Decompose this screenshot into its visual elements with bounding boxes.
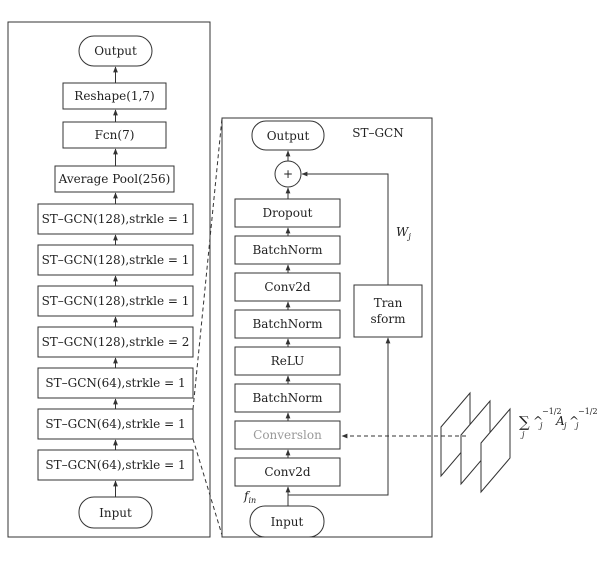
st-gcn-layer-label: ST–GCN(64),strkle = 1 (45, 417, 185, 431)
left-output-label: Output (94, 44, 137, 58)
block-output-node: Output (251, 120, 325, 151)
dropout-label: Dropout (262, 206, 312, 220)
formula-lambda-2-sub: j (574, 421, 579, 430)
conv2d-node-bottom: Conv2d (234, 457, 341, 487)
conv2d-label: Conv2d (264, 280, 311, 294)
reshape-label: Reshape(1,7) (74, 89, 154, 103)
st-gcn-layer-3: ST–GCN(128),strkle = 1 (37, 285, 194, 317)
st-gcn-layer-4: ST–GCN(128),strkle = 2 (37, 326, 194, 358)
conv2d-label: Conv2d (264, 465, 311, 479)
block-input-node: Input (249, 505, 325, 538)
average-pool-node: Average Pool(256) (54, 165, 175, 193)
fcn-label: Fcn(7) (95, 128, 135, 142)
left-output-node: Output (78, 35, 153, 67)
transform-label-line2: sform (371, 312, 407, 326)
batchnorm-label: BatchNorm (252, 243, 323, 257)
left-input-label: Input (99, 506, 132, 520)
f-in-label: fin (243, 489, 256, 505)
formula-a: A (555, 414, 565, 428)
weight-label: Wj (396, 225, 411, 241)
zoom-connectors (192, 117, 223, 536)
batchnorm-node-2: BatchNorm (234, 309, 341, 339)
formula-lambda-2: ^ (569, 414, 579, 428)
reshape-node: Reshape(1,7) (62, 82, 167, 110)
formula-exponent-1: −1/2 (542, 407, 562, 416)
st-gcn-detail-panel: ST–GCN Output + Dropout BatchNorm Conv2d… (221, 117, 433, 538)
st-gcn-layer-label: ST–GCN(64),strkle = 1 (45, 376, 185, 390)
st-gcn-title: ST–GCN (352, 126, 404, 140)
sum-symbol: + (283, 167, 293, 181)
conv2d-node-top: Conv2d (234, 272, 341, 302)
dropout-node: Dropout (234, 198, 341, 228)
st-gcn-layer-6: ST–GCN(64),strkle = 1 (37, 408, 194, 440)
sum-node: + (274, 160, 302, 188)
relu-node: ReLU (234, 346, 341, 376)
relu-label: ReLU (271, 354, 305, 368)
block-flow-arrows (285, 150, 391, 506)
left-network-panel: Output Reshape(1,7) Fcn(7) Average Pool(… (7, 21, 211, 538)
formula-sum: ∑ (519, 413, 530, 431)
fcn-node: Fcn(7) (62, 121, 167, 149)
batchnorm-label: BatchNorm (252, 391, 323, 405)
batchnorm-node-1: BatchNorm (234, 235, 341, 265)
block-output-label: Output (267, 129, 310, 143)
st-gcn-layer-7: ST–GCN(64),strkle = 1 (37, 449, 194, 481)
st-gcn-panel-frame (221, 117, 433, 538)
st-gcn-layer-label: ST–GCN(128),strkle = 1 (42, 294, 190, 308)
conversion-label: Converslon (253, 428, 322, 442)
st-gcn-layer-1: ST–GCN(128),strkle = 1 (37, 203, 194, 235)
normalized-adjacency-formula: ∑ j ^ j −1/2 A j ^ j −1/2 (519, 407, 598, 439)
st-gcn-layer-2: ST–GCN(128),strkle = 1 (37, 244, 194, 276)
batchnorm-node-3: BatchNorm (234, 383, 341, 413)
st-gcn-layer-5: ST–GCN(64),strkle = 1 (37, 367, 194, 399)
transform-label-line1: Tran (374, 296, 403, 310)
st-gcn-layer-label: ST–GCN(128),strkle = 1 (42, 212, 190, 226)
average-pool-label: Average Pool(256) (58, 172, 171, 186)
adjacency-matrix-stack (440, 391, 511, 494)
st-gcn-layer-label: ST–GCN(128),strkle = 1 (42, 253, 190, 267)
formula-exponent-2: −1/2 (578, 407, 598, 416)
left-input-node: Input (78, 496, 153, 529)
st-gcn-layer-label: ST–GCN(128),strkle = 2 (42, 335, 190, 349)
left-panel-frame (7, 21, 211, 538)
formula-a-sub: j (562, 421, 567, 430)
transform-node: Tran sform (353, 284, 423, 338)
formula-sum-index: j (520, 430, 525, 439)
block-input-label: Input (271, 515, 304, 529)
batchnorm-label: BatchNorm (252, 317, 323, 331)
st-gcn-layer-label: ST–GCN(64),strkle = 1 (45, 458, 185, 472)
formula-lambda-1: ^ (533, 414, 543, 428)
conversion-node: Converslon (234, 420, 341, 450)
formula-lambda-1-sub: j (538, 421, 543, 430)
